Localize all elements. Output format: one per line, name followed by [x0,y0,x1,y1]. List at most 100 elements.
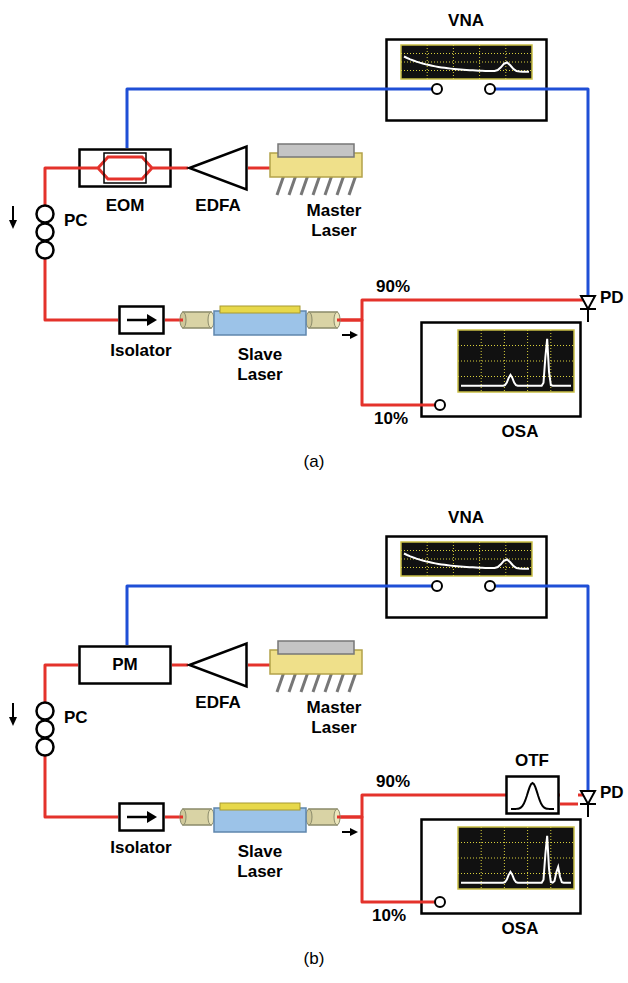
node-shape [32,205,58,260]
box-outline [387,40,547,121]
lens-coupler [306,312,340,328]
box-outline [422,323,581,417]
node-shape [188,145,248,191]
optical-fiber [172,664,188,667]
node-shape [385,38,548,122]
optical-fiber [45,665,78,702]
port [485,581,495,591]
node-label: PM [112,655,138,675]
laser-chip [214,808,306,832]
photodiode [581,791,595,804]
amplifier: EDFA [188,642,248,688]
lens-coupler [180,312,214,328]
port [432,84,442,94]
optical-fiber [248,664,262,667]
box-outline [80,647,171,684]
optical-fiber [45,260,118,320]
node-label: PC [64,708,88,728]
node-shape [262,141,370,195]
fiber-loop [37,224,54,241]
fiber-loop [37,739,54,756]
optical-fiber [340,795,505,817]
panel-label: (b) [304,949,325,969]
node-label: VNA [448,508,484,528]
amplifier-triangle [190,147,247,190]
isolator-box: Isolator [118,305,165,335]
optical-fiber [560,803,578,806]
laser-source: Slave Laser [180,303,340,337]
modulator-box: PM [78,645,172,685]
node-shape [118,802,165,832]
split-ratio: 10% [374,409,408,429]
rf-cable [127,89,385,148]
node-label: PC [64,211,88,231]
node-shape [505,775,560,815]
laser-chip [214,311,306,335]
split-ratio: 90% [376,277,410,297]
port [432,581,442,591]
fiber-loop [37,703,54,720]
node-label: EDFA [195,693,240,713]
analyzer-box: OSA [420,321,582,418]
port [435,400,445,410]
laser-source: Master Laser [262,638,370,692]
lens-coupler [306,809,340,825]
amplifier: EDFA [188,145,248,191]
node-label: EOM [106,196,145,216]
node-shape [420,818,582,915]
filter-box: OTF [505,775,560,815]
rf-cable [548,586,588,783]
node-shape [118,305,165,335]
laser-source: Master Laser [262,141,370,195]
polarization-controller: PC [32,205,58,260]
node-shape [180,303,340,337]
optical-fiber [165,816,180,819]
rf-cable [548,89,588,288]
node-label: OTF [515,751,549,771]
optical-fiber [248,167,262,170]
node-label: Isolator [110,341,171,361]
node-label: Master Laser [299,698,369,738]
node-label: Master Laser [299,201,369,241]
screen [458,330,574,392]
optical-fiber [45,757,118,817]
laser-source: Slave Laser [180,800,340,834]
fiber-loop [37,206,54,223]
split-ratio: 90% [376,772,410,792]
optical-fiber [45,168,78,205]
photodiode [581,296,595,309]
fiber-loop [37,721,54,738]
modulator-arms [78,157,172,179]
node-label: OSA [502,919,539,939]
node-shape [188,642,248,688]
node-label: OSA [502,422,539,442]
node-label: Isolator [110,838,171,858]
optical-fiber [340,300,578,320]
node-label: Slave Laser [230,345,290,385]
node-shape [32,702,58,757]
node-shape [262,638,370,692]
box-outline [387,537,547,618]
screen [401,45,532,79]
analyzer-box: VNA [385,38,548,122]
fiber-loop [37,242,54,259]
node-label: Slave Laser [230,842,290,882]
node-label: PD [600,288,624,308]
optical-fiber [165,319,180,322]
box-outline [507,777,559,814]
split-ratio: 10% [372,906,406,926]
node-label: EDFA [195,196,240,216]
box-outline [120,804,164,831]
isolator-box: Isolator [118,802,165,832]
box-outline [120,307,164,334]
analyzer-box: VNA [385,535,548,619]
node-shape [420,321,582,418]
optical-fiber [172,167,188,170]
modulator-box: EOM [78,148,172,188]
amplifier-triangle [190,644,247,687]
node-shape [180,800,340,834]
panel-label: (a) [304,452,325,472]
node-shape [385,535,548,619]
lens-coupler [180,809,214,825]
analyzer-box: OSA [420,818,582,915]
